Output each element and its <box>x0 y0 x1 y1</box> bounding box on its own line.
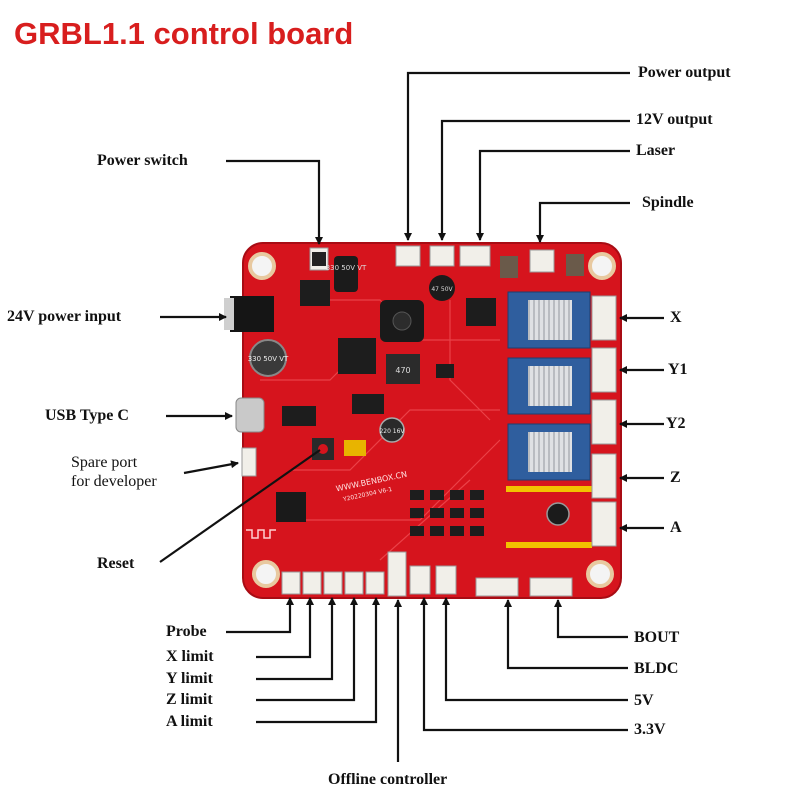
label-24v-power-input: 24V power input <box>7 308 122 325</box>
svg-text:220 16V: 220 16V <box>379 428 405 435</box>
label-x-limit: X limit <box>166 648 214 665</box>
label-spindle: Spindle <box>642 194 694 211</box>
diagram-title: GRBL1.1 control board <box>14 16 354 51</box>
capacitor-220: 220 16V <box>379 417 405 443</box>
svg-text:47 50V: 47 50V <box>431 286 453 293</box>
label-a: A <box>670 519 682 536</box>
label-3-3v: 3.3V <box>634 721 666 738</box>
label-bldc: BLDC <box>634 660 679 677</box>
label-bout: BOUT <box>634 629 680 646</box>
label-y2: Y2 <box>666 415 686 432</box>
control-board: 330 50V VT 47 50V 330 50V VT 220 16V 470 <box>224 242 622 599</box>
capacitor-330-left: 330 50V VT <box>248 339 289 377</box>
svg-text:470: 470 <box>395 366 410 375</box>
label-z: Z <box>670 469 681 486</box>
svg-text:330 50V VT: 330 50V VT <box>326 264 367 272</box>
label-power-output: Power output <box>638 64 731 81</box>
label-spare-port-developer: for developer <box>71 473 157 490</box>
label-z-limit: Z limit <box>166 691 213 708</box>
label-y1: Y1 <box>668 361 688 378</box>
label-y-limit: Y limit <box>166 670 213 687</box>
capacitor-330-top: 330 50V VT <box>326 256 367 292</box>
capacitor-47: 47 50V <box>429 275 455 301</box>
label-reset: Reset <box>97 555 135 572</box>
label-5v: 5V <box>634 692 654 709</box>
reset-button-part <box>312 438 334 460</box>
svg-text:330 50V VT: 330 50V VT <box>248 355 289 363</box>
label-offline-controller: Offline controller <box>328 771 448 788</box>
mosfet-array <box>410 490 484 536</box>
inductor-470: 470 <box>386 354 420 384</box>
stepper-drivers <box>506 291 592 548</box>
label-power-switch: Power switch <box>97 152 188 169</box>
label-laser: Laser <box>636 142 676 159</box>
mounting-holes <box>248 252 616 588</box>
label-a-limit: A limit <box>166 713 213 730</box>
bottom-connectors <box>281 551 573 597</box>
motor-connectors <box>591 295 617 547</box>
label-12v-output: 12V output <box>636 111 713 128</box>
callout-lines <box>159 71 664 762</box>
label-probe: Probe <box>166 623 207 640</box>
inductor <box>380 300 424 342</box>
label-usb-type-c: USB Type C <box>45 407 129 424</box>
label-spare-port: Spare port <box>71 454 138 471</box>
label-x: X <box>670 309 682 326</box>
